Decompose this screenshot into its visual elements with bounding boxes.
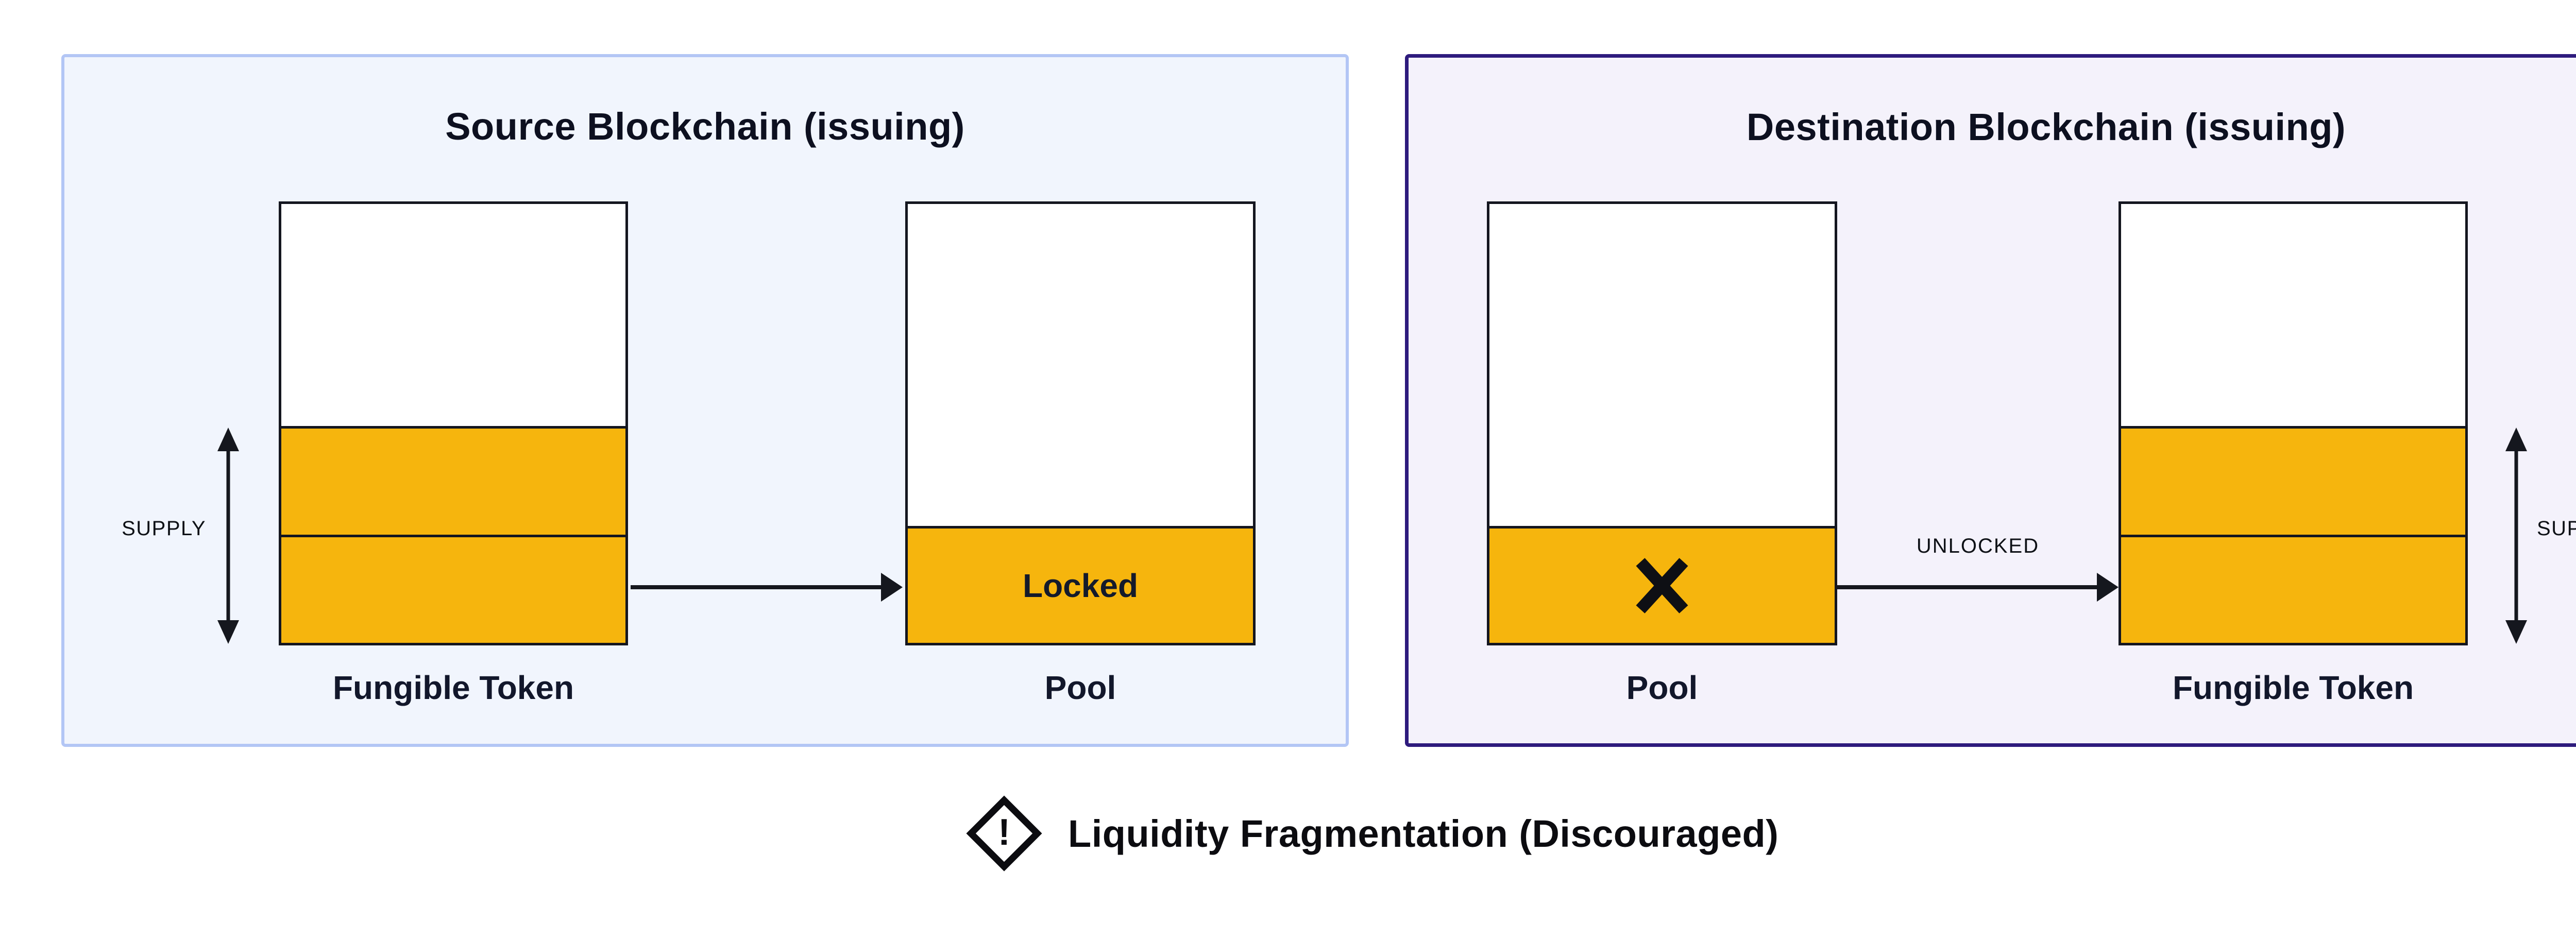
unlock-flow-arrow-icon — [1837, 573, 2119, 602]
source-token-supply-segment-upper — [281, 426, 625, 537]
locked-label: Locked — [1022, 567, 1139, 604]
source-panel-title: Source Blockchain (issuing) — [445, 105, 965, 148]
source-pool-box: Locked — [905, 201, 1256, 645]
destination-token-supply-segment-upper — [2121, 426, 2465, 537]
unlocked-label: UNLOCKED — [1916, 535, 2040, 557]
caption-text: Liquidity Fragmentation (Discouraged) — [1068, 812, 1779, 855]
destination-pool-label: Pool — [1626, 669, 1698, 706]
destination-fungible-token-box — [2119, 201, 2468, 645]
source-fungible-token-box — [279, 201, 628, 645]
destination-panel-title: Destination Blockchain (issuing) — [1746, 106, 2346, 148]
source-pool-label: Pool — [1044, 669, 1116, 706]
destination-pool-segment — [1489, 526, 1835, 643]
destination-supply-range-arrow-icon — [2505, 428, 2527, 644]
destination-supply-label: SUPPLY — [2537, 517, 2576, 540]
source-token-label: Fungible Token — [332, 669, 574, 706]
warning-exclamation-mark: ! — [998, 812, 1010, 853]
lock-flow-arrow-icon — [631, 573, 903, 602]
destination-token-label: Fungible Token — [2172, 669, 2414, 706]
destination-token-supply-segment-lower — [2121, 537, 2465, 643]
x-mark-icon — [1636, 558, 1688, 613]
source-pool-locked-segment: Locked — [908, 526, 1253, 643]
destination-pool-box — [1487, 201, 1837, 645]
source-token-supply-segment-lower — [281, 537, 625, 643]
source-supply-label: SUPPLY — [122, 517, 206, 540]
source-supply-range-arrow-icon — [217, 428, 239, 644]
